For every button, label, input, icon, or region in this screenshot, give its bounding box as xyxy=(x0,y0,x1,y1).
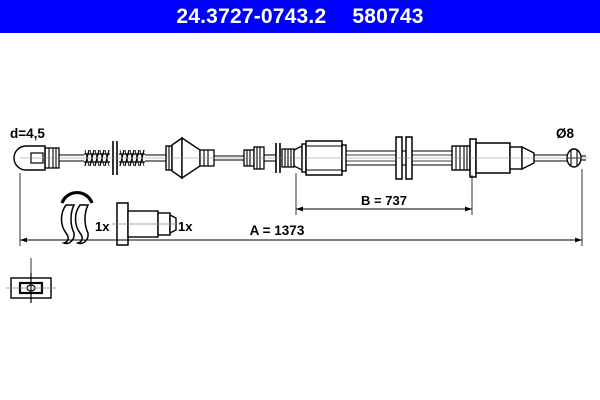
left-diameter-label: d=4,5 xyxy=(10,126,45,141)
dimension-a xyxy=(19,169,583,246)
cable-wire-mid xyxy=(214,155,244,161)
pin-quantity-label: 1x xyxy=(178,219,193,234)
cable-wire-mid-left xyxy=(145,154,166,162)
technical-drawing-canvas: d=4,5 Ø8 1x 1x B = 737 A = 1373 xyxy=(0,33,600,400)
clevis-pin xyxy=(112,202,177,246)
mounting-bracket-detail xyxy=(6,273,56,303)
retaining-clip xyxy=(60,190,94,245)
right-diameter-label: Ø8 xyxy=(556,126,575,141)
dimension-b-label: B = 737 xyxy=(361,193,407,208)
reference-number-label: 580743 xyxy=(352,5,424,28)
dimension-a-label: A = 1373 xyxy=(250,223,305,238)
part-number-label: 24.3727-0743.2 xyxy=(176,5,327,28)
end-nipple xyxy=(534,148,586,168)
clip-quantity-label: 1x xyxy=(95,219,110,234)
cable-wire-left xyxy=(59,154,84,162)
technical-drawing-svg: d=4,5 Ø8 1x 1x B = 737 A = 1373 xyxy=(6,126,588,303)
header-band: 24.3727-0743.2 580743 xyxy=(0,0,600,33)
dimension-b xyxy=(295,173,473,215)
conduit-section-left xyxy=(346,150,396,166)
conduit-section-right xyxy=(412,150,452,166)
